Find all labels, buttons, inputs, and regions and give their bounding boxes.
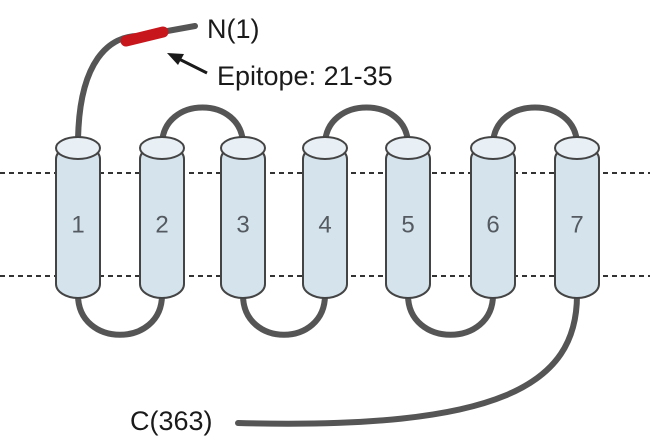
helix-3: 3: [220, 136, 266, 299]
helix-number: 1: [71, 211, 84, 238]
extracellular-loop-1: [159, 104, 246, 148]
intracellular-loop-3: [405, 292, 496, 338]
helix-1: 1: [55, 136, 101, 299]
helix-top-cap: [470, 136, 516, 160]
helix-2: 2: [139, 136, 185, 299]
helix-top-cap: [55, 136, 101, 160]
n-terminus-label: N(1): [207, 14, 260, 44]
epitope-label: Epitope: 21-35: [217, 61, 393, 91]
c-terminus-label: C(363): [130, 406, 213, 436]
helix-number: 7: [570, 211, 583, 238]
helix-top-cap: [139, 136, 185, 160]
helix-number: 3: [236, 211, 249, 238]
intracellular-loop-1: [75, 292, 165, 338]
extracellular-loop-3: [490, 104, 580, 148]
helix-5: 5: [385, 136, 431, 299]
helix-top-cap: [302, 136, 348, 160]
extracellular-loop-2: [322, 104, 411, 148]
helix-number: 4: [318, 211, 331, 238]
helix-top-cap: [385, 136, 431, 160]
helix-number: 2: [155, 211, 168, 238]
intracellular-loop-2: [240, 292, 328, 338]
helix-7: 7: [554, 136, 600, 299]
epitope-segment: [120, 26, 169, 47]
helix-number: 5: [401, 211, 414, 238]
helix-6: 6: [470, 136, 516, 299]
epitope-arrow: [176, 56, 208, 75]
epitope-arrow-head: [167, 53, 184, 65]
helix-4: 4: [302, 136, 348, 299]
helix-number: 6: [486, 211, 499, 238]
helix-top-cap: [554, 136, 600, 160]
c-terminal-tail: [235, 292, 580, 427]
helix-top-cap: [220, 136, 266, 160]
